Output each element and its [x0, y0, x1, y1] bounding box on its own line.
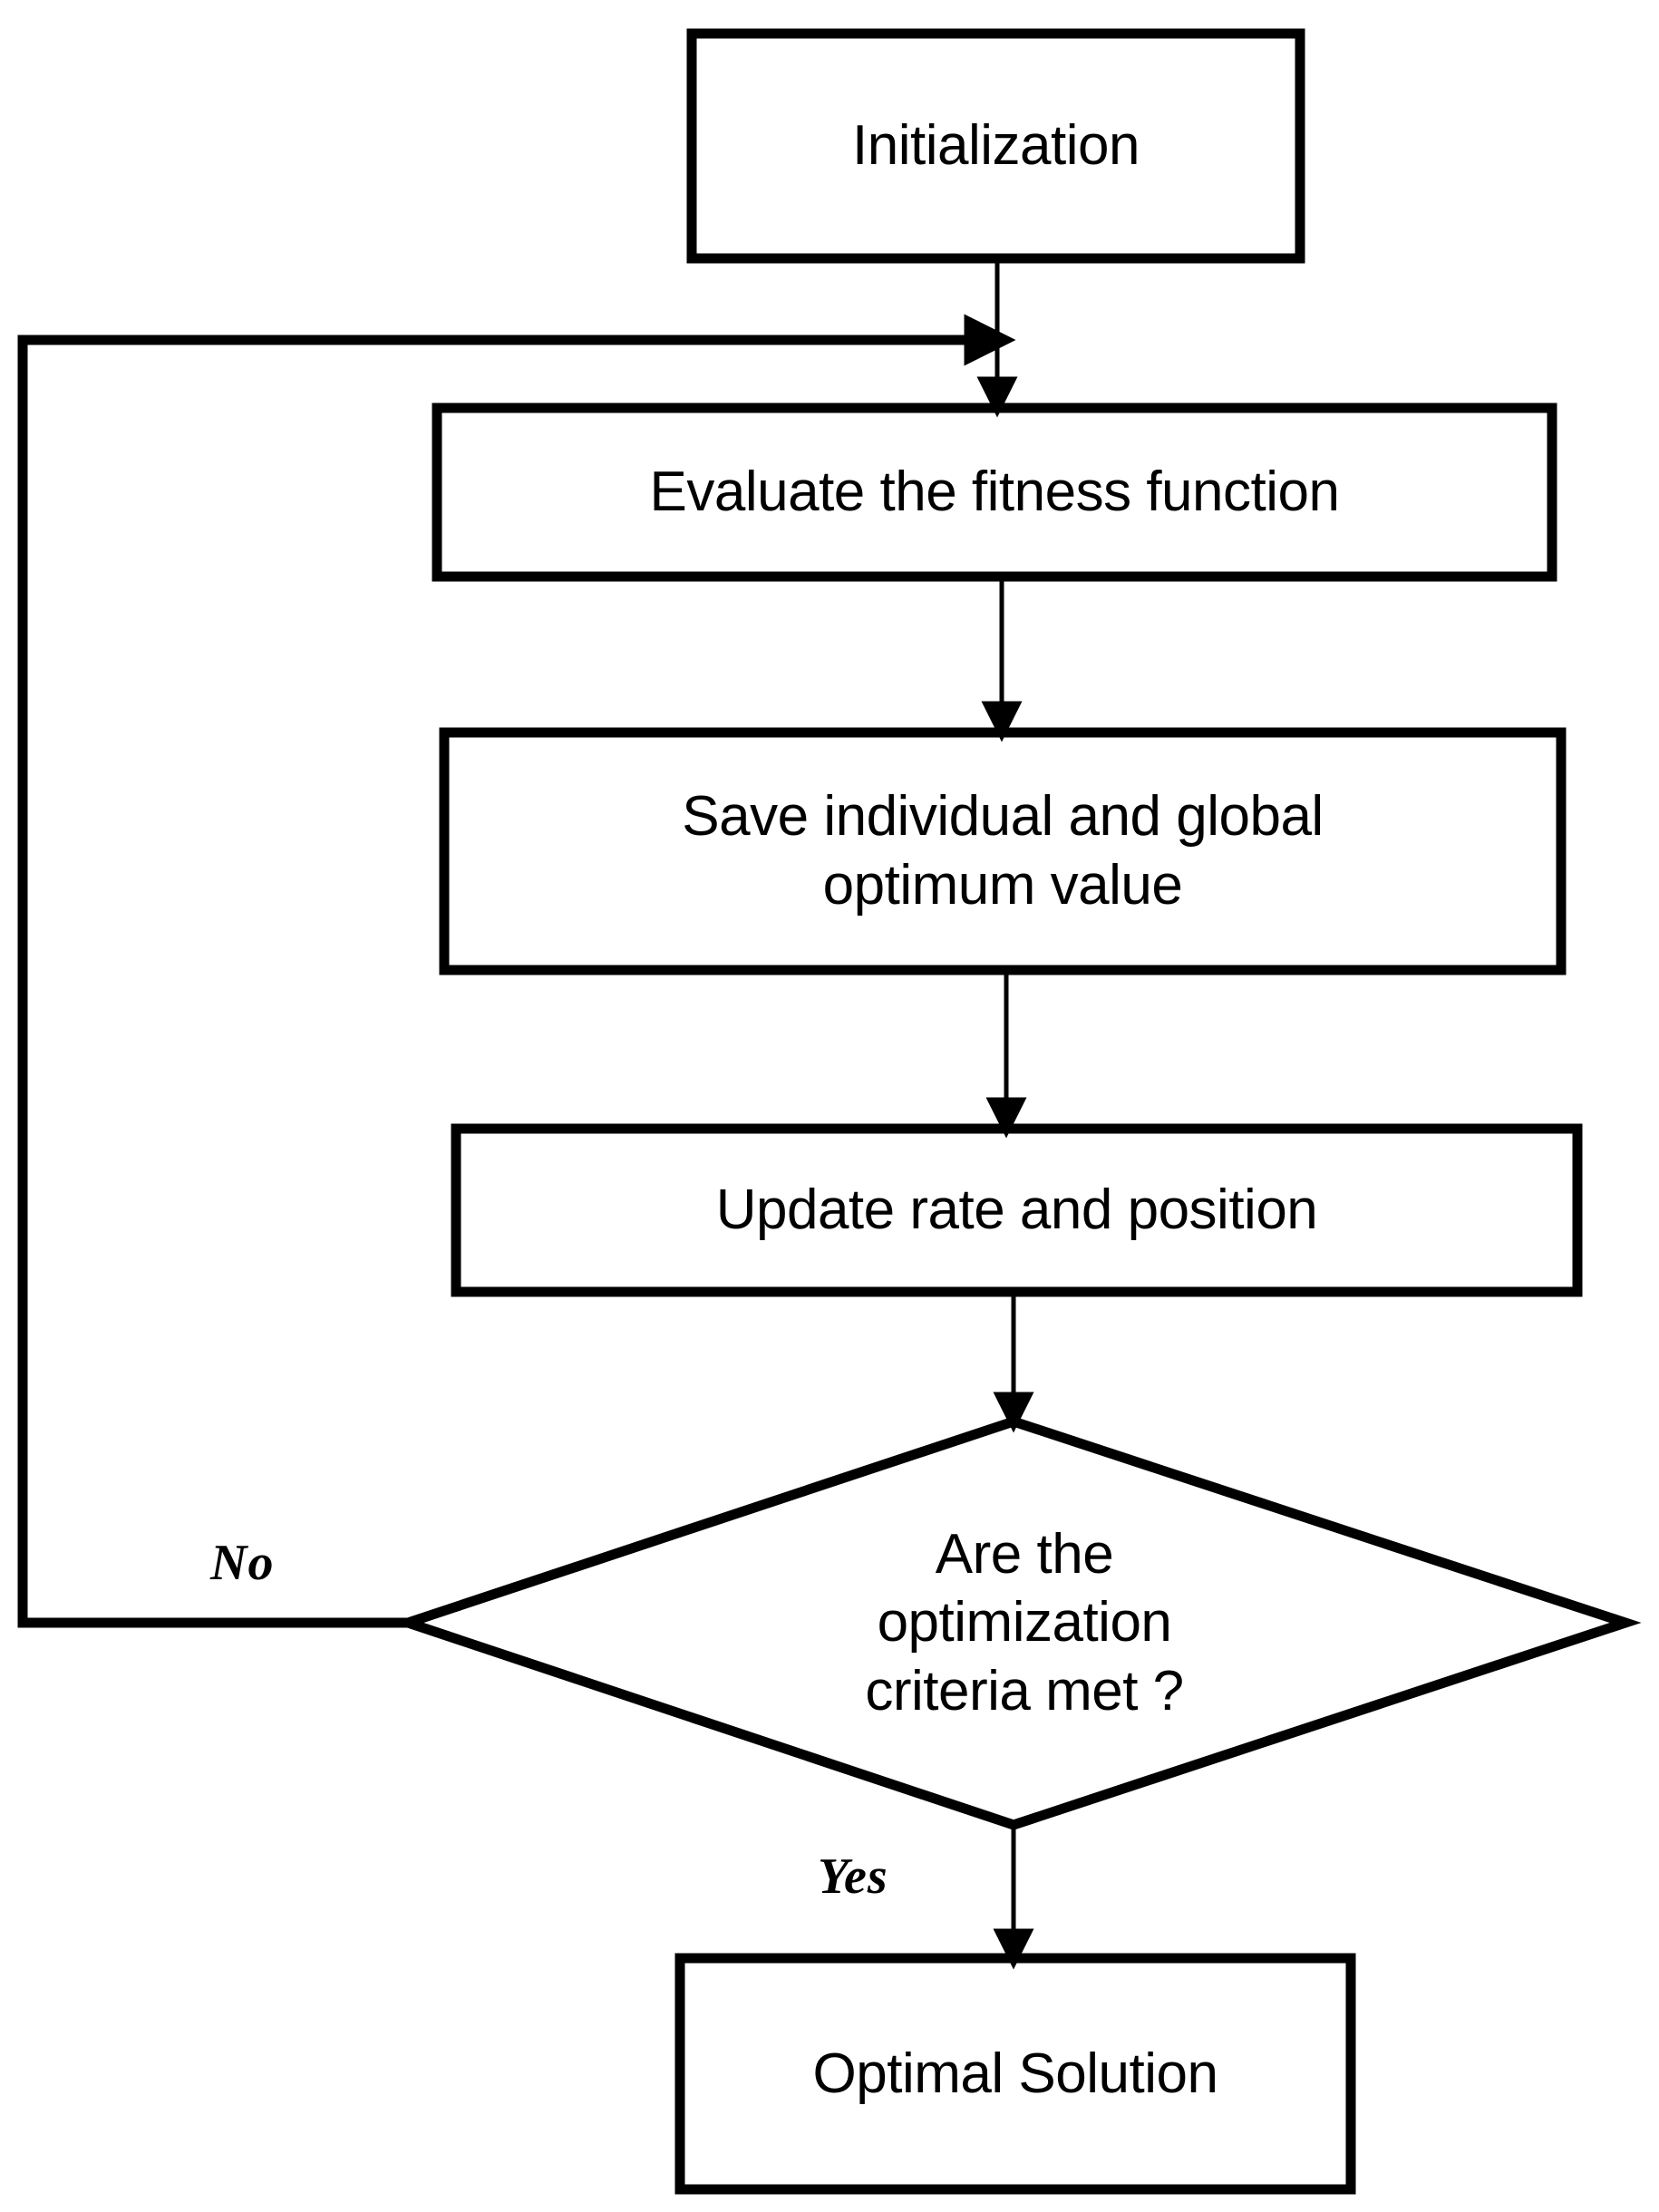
node-criteria-decision-label: Are the optimization criteria met ? [865, 1522, 1184, 1722]
node-update-rate-position-label: Update rate and position [715, 1179, 1318, 1242]
edge-label-no: No [210, 1535, 275, 1591]
node-save-optimum-label: Save individual and global optimum value [682, 785, 1324, 917]
node-initialization-label: Initialization [852, 114, 1140, 178]
node-evaluate-fitness-label: Evaluate the fitness function [649, 461, 1340, 524]
edge-label-yes: Yes [818, 1848, 888, 1905]
node-optimal-solution-label: Optimal Solution [812, 2042, 1218, 2105]
